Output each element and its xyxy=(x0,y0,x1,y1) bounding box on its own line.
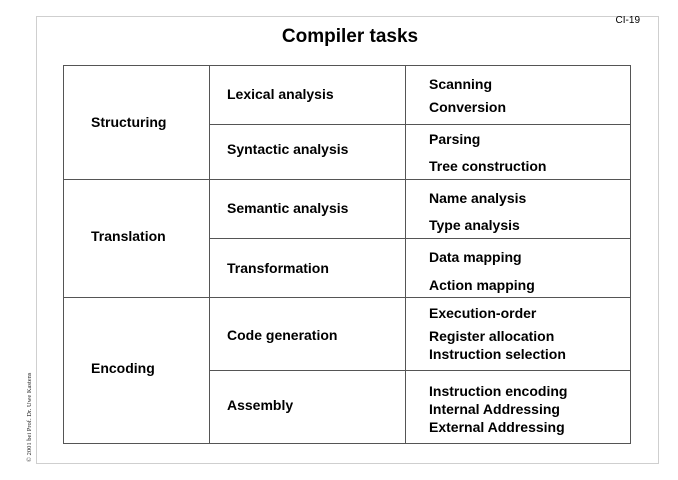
task-item: Action mapping xyxy=(429,277,535,293)
task-item: Name analysis xyxy=(429,190,527,206)
group-label-translation: Translation xyxy=(91,228,166,244)
group-divider-2 xyxy=(63,297,631,298)
task-item: Execution-order xyxy=(429,305,537,321)
phase-label-semantic: Semantic analysis xyxy=(227,200,349,216)
task-item: Tree construction xyxy=(429,158,547,174)
slide-id: CI-19 xyxy=(615,15,640,26)
phase-label-assembly: Assembly xyxy=(227,397,294,413)
task-item: Register allocation xyxy=(429,328,555,344)
task-item: Instruction encoding xyxy=(429,383,568,399)
table-border-left xyxy=(63,65,64,444)
slide-frame xyxy=(36,16,659,464)
group-label-structuring: Structuring xyxy=(91,114,167,130)
table-border-top xyxy=(63,65,631,66)
task-item: Parsing xyxy=(429,131,481,147)
table-border-right xyxy=(630,65,631,444)
phase-label-transformation: Transformation xyxy=(227,260,329,276)
task-item: Type analysis xyxy=(429,217,520,233)
page-title: Compiler tasks xyxy=(281,26,419,47)
phase-label-lexical: Lexical analysis xyxy=(227,86,334,102)
task-item: External Addressing xyxy=(429,419,565,435)
phase-label-codegen: Code generation xyxy=(227,327,338,343)
group-divider-1 xyxy=(63,179,631,180)
column-divider-2 xyxy=(405,65,406,444)
task-item: Instruction selection xyxy=(429,346,566,362)
task-item: Data mapping xyxy=(429,249,522,265)
phase-divider-2 xyxy=(209,238,631,239)
task-item: Conversion xyxy=(429,99,507,115)
task-item: Internal Addressing xyxy=(429,401,560,417)
phase-label-syntactic: Syntactic analysis xyxy=(227,141,349,157)
task-item: Scanning xyxy=(429,76,493,92)
table-border-bottom xyxy=(63,443,631,444)
phase-divider-3 xyxy=(209,370,631,371)
phase-divider-1 xyxy=(209,124,631,125)
column-divider-1 xyxy=(209,65,210,444)
copyright-note: © 2001 bei Prof. Dr. Uwe Kastens xyxy=(26,372,33,462)
group-label-encoding: Encoding xyxy=(91,360,155,376)
